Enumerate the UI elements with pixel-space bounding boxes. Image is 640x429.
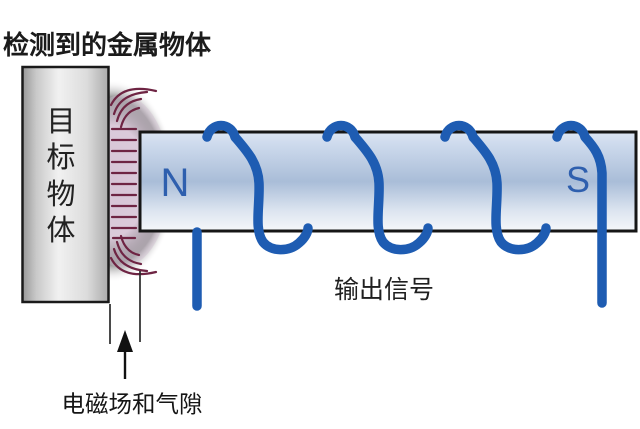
coil-turn-1 [202, 120, 313, 255]
target-char-1: 目 [46, 106, 75, 138]
target-char-4: 体 [46, 214, 75, 247]
air-gap-label: 电磁场和气隙 [62, 391, 203, 417]
field-arc [109, 87, 158, 107]
air-gap-annotation [109, 271, 141, 379]
target-object-body [21, 65, 110, 304]
coil-turn-2 [322, 120, 433, 255]
coil [192, 120, 607, 311]
north-pole-label: N [161, 161, 190, 205]
field-arc [109, 256, 158, 276]
field-arc [112, 247, 149, 273]
coil-turn-3 [440, 120, 551, 255]
field-arc [119, 106, 141, 129]
magnet-core [138, 130, 638, 233]
up-arrow-icon [117, 330, 133, 352]
field-arc [119, 234, 141, 257]
south-pole-label: S [566, 159, 590, 200]
output-signal-label: 输出信号 [334, 276, 434, 304]
field-arc [115, 240, 143, 266]
target-object-label: 目 标 物 体 [46, 106, 75, 247]
target-object: 目 标 物 体 [21, 65, 110, 304]
field-arc [115, 97, 143, 123]
target-char-3: 物 [46, 178, 75, 211]
field-arc [112, 90, 149, 116]
detected-object-label: 检测到的金属物体 [3, 30, 212, 60]
target-char-2: 标 [46, 141, 75, 174]
field-lines [109, 87, 158, 276]
coil-turn-4 [552, 120, 607, 308]
